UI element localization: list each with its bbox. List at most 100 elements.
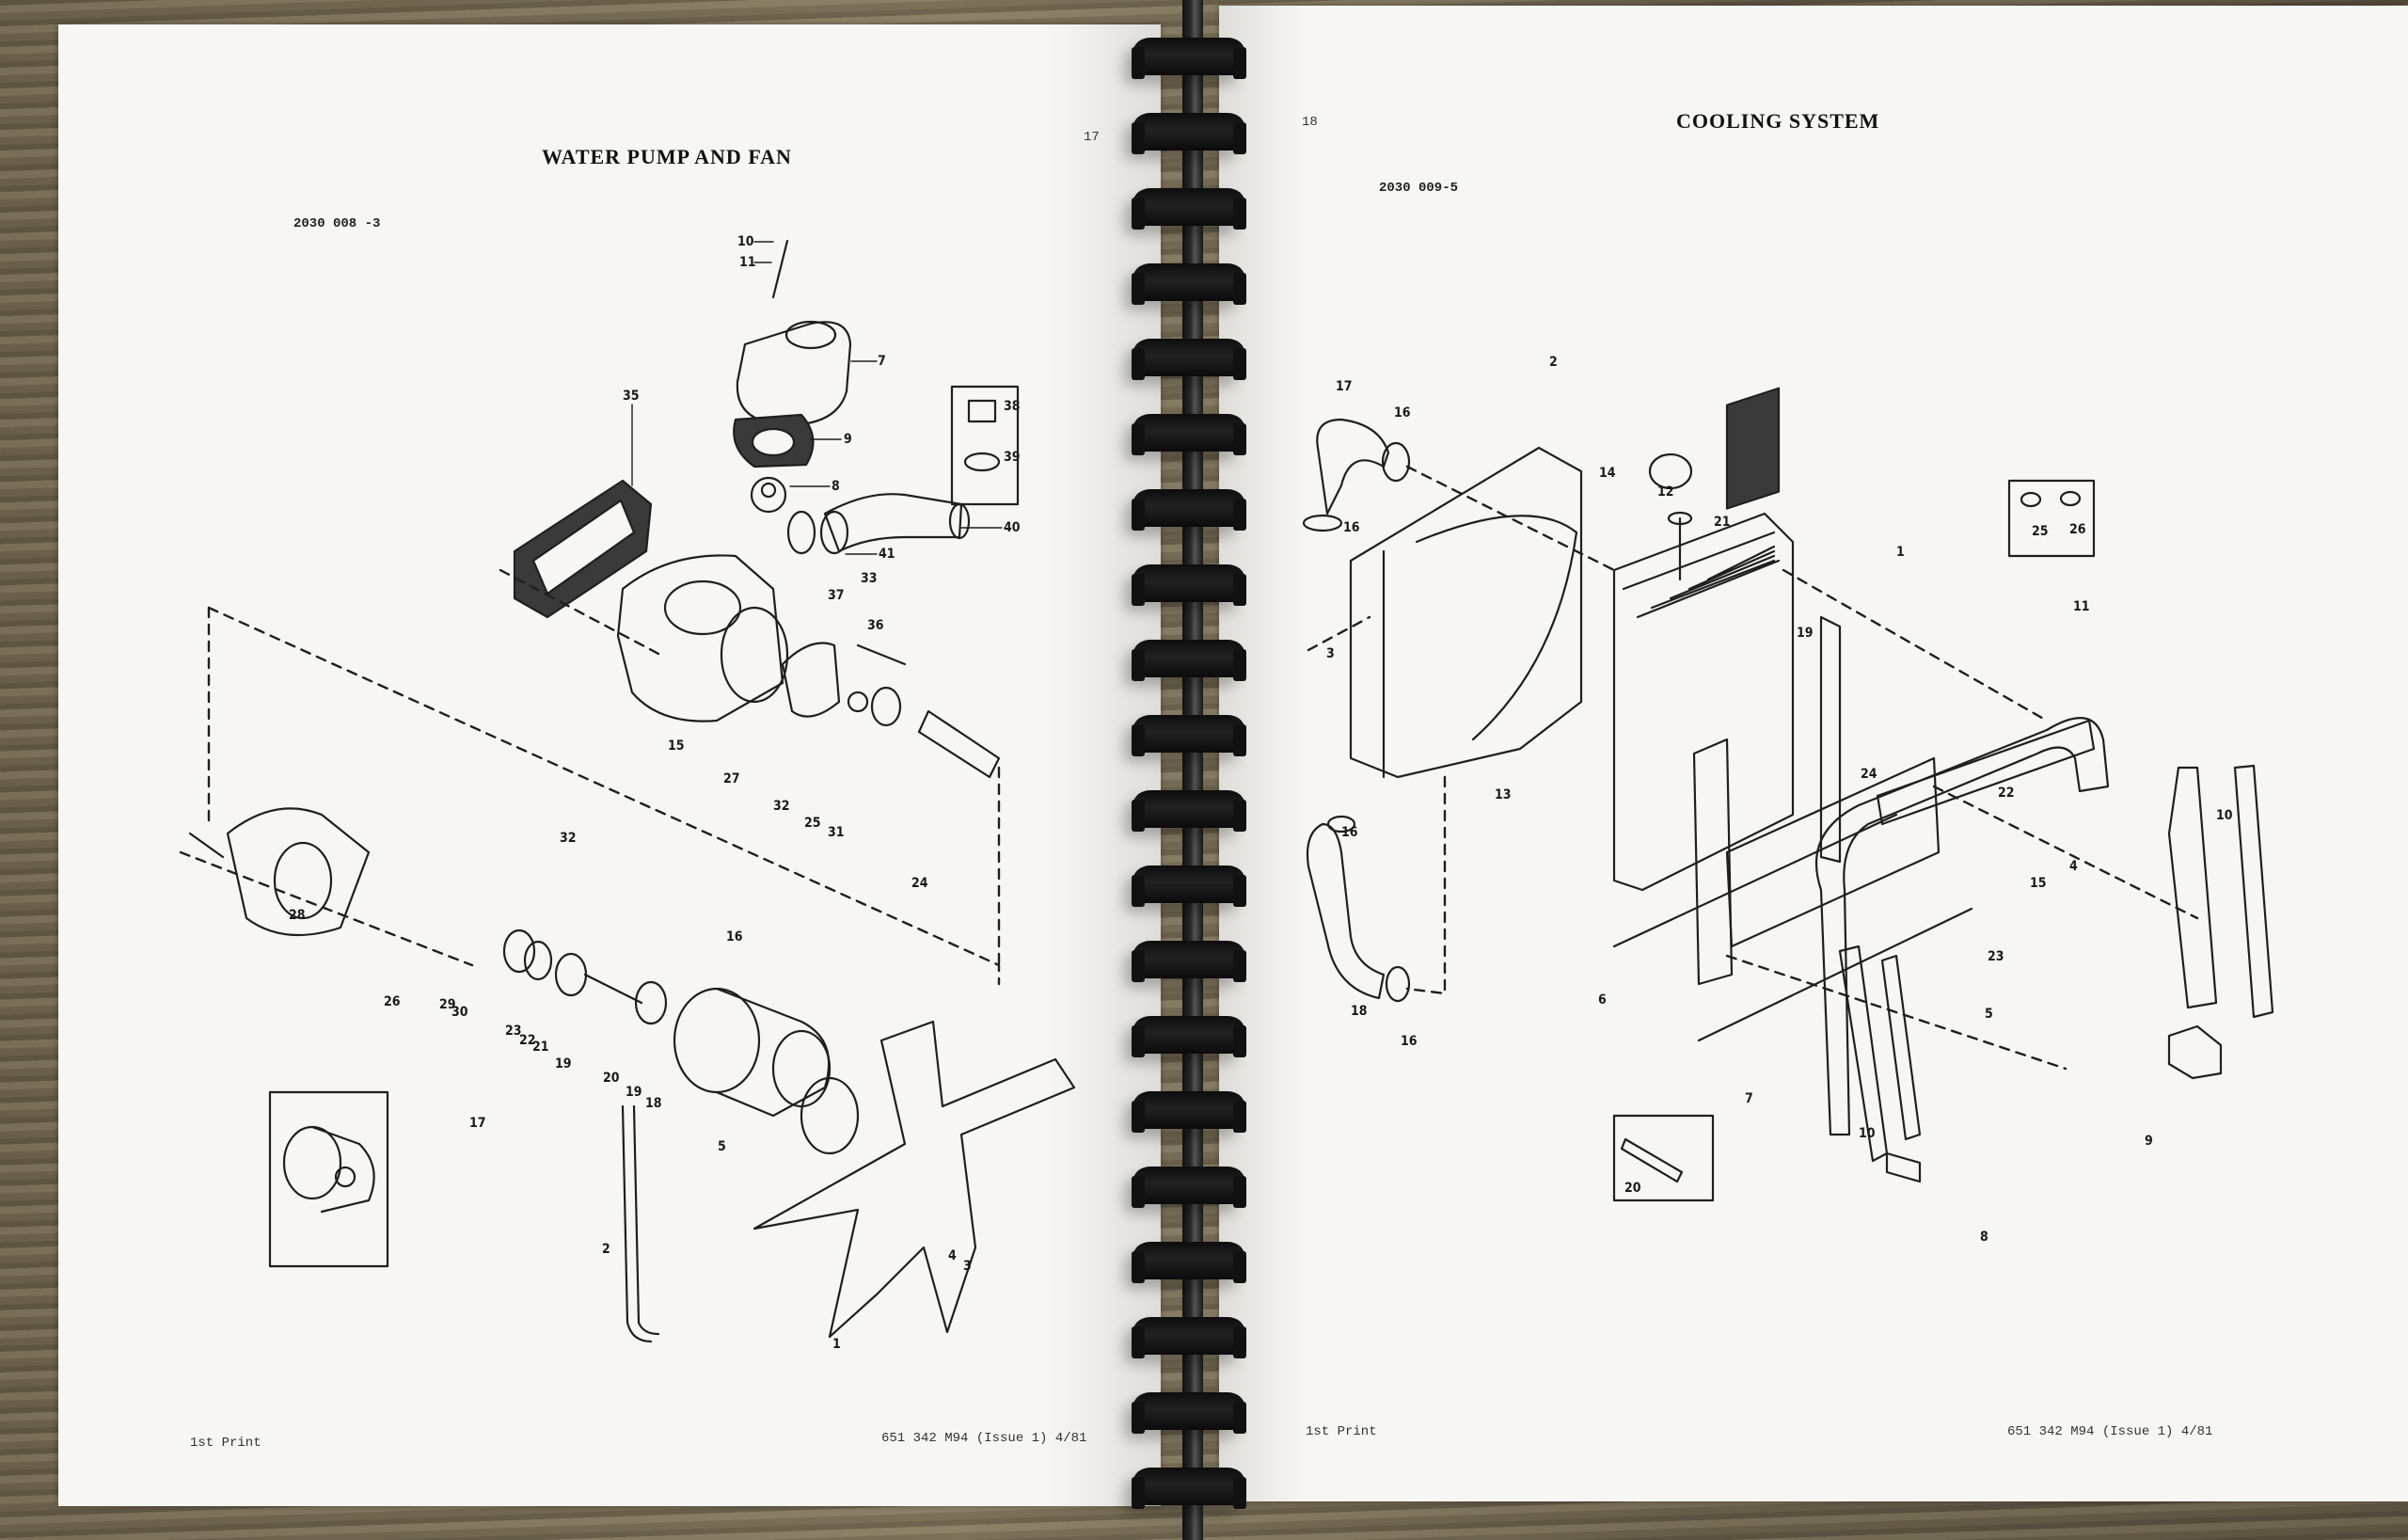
binding-ring (1132, 489, 1246, 531)
callout-32a: 32 (773, 799, 790, 814)
callout-16a: 16 (1394, 405, 1411, 421)
callout-27: 27 (723, 771, 740, 786)
page-title: COOLING SYSTEM (1676, 109, 1880, 133)
callout-28: 28 (289, 908, 306, 923)
callout-32b: 32 (560, 831, 577, 846)
callout-39: 39 (1004, 450, 1021, 465)
thermostat-housing-drawing (733, 239, 852, 514)
binding-ring (1132, 1167, 1246, 1208)
callout-18: 18 (1351, 1004, 1368, 1019)
callout-26: 26 (384, 994, 401, 1009)
footer-print-status: 1st Print (190, 1436, 261, 1451)
footer-part-number: 651 342 M94 (Issue 1) 4/81 (2007, 1424, 2213, 1439)
callout-12: 12 (1657, 484, 1674, 500)
callout-15: 15 (668, 738, 685, 754)
page-number: 18 (1302, 115, 1318, 130)
callout-17: 17 (469, 1116, 486, 1131)
callout-21: 21 (1714, 515, 1731, 530)
binding-ring (1132, 414, 1246, 455)
callout-26: 26 (2069, 522, 2086, 537)
callout-23: 23 (505, 1024, 522, 1039)
callout-20: 20 (1624, 1181, 1641, 1196)
callout-25: 25 (2032, 524, 2049, 539)
callout-23: 23 (1988, 949, 2004, 964)
callout-41: 41 (879, 547, 895, 562)
callout-11: 11 (739, 255, 756, 270)
callout-20: 20 (603, 1071, 620, 1086)
water-pump-exploded-diagram (179, 239, 1076, 1343)
binding-spine (1182, 0, 1203, 1540)
callout-18: 18 (645, 1096, 662, 1111)
binding-ring (1132, 113, 1246, 154)
binding-ring (1132, 715, 1246, 756)
callout-8: 8 (1980, 1230, 1988, 1245)
callout-13: 13 (1495, 787, 1512, 802)
callout-16: 16 (726, 929, 743, 945)
callout-8: 8 (832, 479, 840, 494)
callout-29: 29 (439, 997, 456, 1012)
callout-33: 33 (861, 571, 878, 586)
callout-21: 21 (532, 1040, 549, 1055)
binding-ring (1132, 263, 1246, 305)
callout-3: 3 (963, 1259, 972, 1274)
callout-16d: 16 (1401, 1034, 1418, 1049)
callout-1: 1 (832, 1337, 841, 1352)
callout-2: 2 (1549, 355, 1558, 370)
callout-38: 38 (1004, 399, 1021, 414)
callout-25: 25 (804, 816, 821, 831)
binding-ring (1132, 790, 1246, 832)
callout-35: 35 (623, 389, 640, 404)
callout-10a: 10 (2216, 808, 2233, 823)
callout-1: 1 (1896, 545, 1905, 560)
cooling-system-exploded-diagram (1302, 387, 2274, 1202)
binding-ring (1132, 1317, 1246, 1358)
figure-reference: 2030 009-5 (1379, 181, 1459, 196)
callout-24: 24 (911, 876, 928, 891)
callout-17: 17 (1336, 379, 1353, 394)
callout-16b: 16 (1343, 520, 1360, 535)
callout-7: 7 (1745, 1091, 1753, 1106)
callout-4: 4 (948, 1248, 957, 1263)
callout-40: 40 (1004, 520, 1021, 535)
right-page: 18 COOLING SYSTEM 2030 009-5 (1219, 6, 2408, 1501)
footer-print-status: 1st Print (1306, 1424, 1377, 1439)
binding-ring (1132, 865, 1246, 907)
binding-ring (1132, 188, 1246, 230)
page-number: 17 (1084, 130, 1100, 145)
callout-2: 2 (602, 1242, 610, 1257)
callout-24: 24 (1861, 767, 1877, 782)
footer-part-number: 651 342 M94 (Issue 1) 4/81 (881, 1431, 1087, 1446)
page-title: WATER PUMP AND FAN (542, 145, 792, 168)
callout-9: 9 (844, 432, 852, 447)
binding-ring (1132, 1091, 1246, 1133)
callout-19b: 19 (626, 1085, 642, 1100)
binding-ring (1132, 38, 1246, 79)
binding-ring (1132, 1016, 1246, 1057)
binding-ring (1132, 564, 1246, 606)
figure-reference: 2030 008 -3 (293, 216, 381, 231)
callout-6: 6 (1598, 992, 1607, 1008)
left-page: 17 WATER PUMP AND FAN 2030 008 -3 (58, 24, 1161, 1506)
callout-19a: 19 (555, 1056, 572, 1072)
binding-ring (1132, 1468, 1246, 1509)
callout-5: 5 (718, 1139, 726, 1154)
callout-10: 10 (737, 234, 754, 249)
callout-5: 5 (1985, 1007, 1993, 1022)
binding-ring (1132, 941, 1246, 982)
binding-ring (1132, 640, 1246, 681)
callout-4: 4 (2069, 859, 2078, 874)
callout-31: 31 (828, 825, 845, 840)
callout-22: 22 (519, 1033, 536, 1048)
binding-ring (1132, 339, 1246, 380)
comb-binding (1132, 0, 1246, 1540)
callout-19: 19 (1797, 626, 1814, 641)
binding-ring (1132, 1242, 1246, 1283)
callout-30: 30 (452, 1005, 468, 1020)
binding-ring (1132, 1392, 1246, 1434)
callout-14: 14 (1599, 466, 1616, 481)
callout-11: 11 (2073, 599, 2090, 614)
callout-22: 22 (1998, 786, 2015, 801)
callout-37: 37 (828, 588, 845, 603)
callout-7: 7 (878, 354, 886, 369)
callout-10b: 10 (1859, 1126, 1876, 1141)
